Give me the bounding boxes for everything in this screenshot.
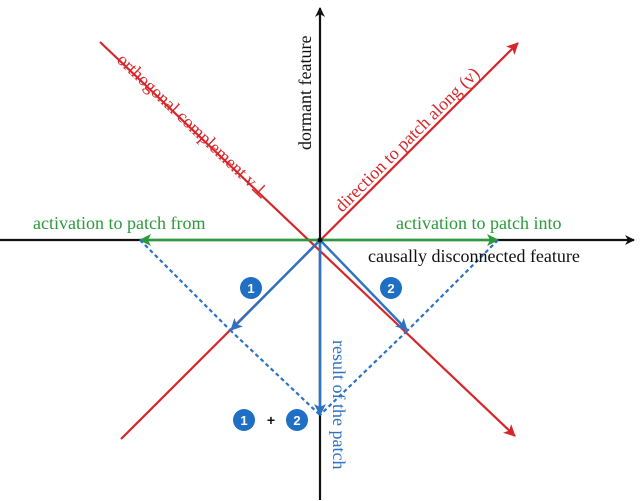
sum-badge-two-text: 2: [293, 413, 300, 428]
projection-dashed-right: [406, 239, 499, 332]
patch-into-label: activation to patch into: [396, 213, 561, 233]
badge-two-circle: [380, 277, 402, 299]
sum-badge-one-circle: [233, 409, 255, 431]
orthogonal-complement-label: orthogonal complement v⊥: [113, 49, 273, 202]
sum-badge-one-text: 1: [240, 413, 247, 428]
sum-legend: 1 + 2: [233, 409, 308, 431]
y-axis-label: dormant feature: [295, 36, 315, 150]
patch-from-label: activation to patch from: [33, 213, 205, 233]
origin-point: [317, 237, 323, 243]
badge-one-text: 1: [247, 281, 254, 296]
projection-dashed-left: [139, 239, 231, 331]
badge-two: 2: [380, 277, 402, 299]
badge-two-text: 2: [387, 281, 394, 296]
x-axis-label: causally disconnected feature: [368, 246, 580, 266]
component-vector-one: [230, 239, 321, 331]
badge-one-circle: [240, 277, 262, 299]
component-vector-two: [319, 239, 408, 331]
sum-badge-two-circle: [286, 409, 308, 431]
result-label: result of the patch: [329, 340, 349, 469]
patch-direction-label: direction to patch along (v): [331, 63, 484, 216]
sum-dashed-left: [229, 329, 321, 416]
sum-dashed-right: [319, 330, 408, 416]
badge-one: 1: [240, 277, 262, 299]
plus-sign: +: [267, 412, 275, 428]
